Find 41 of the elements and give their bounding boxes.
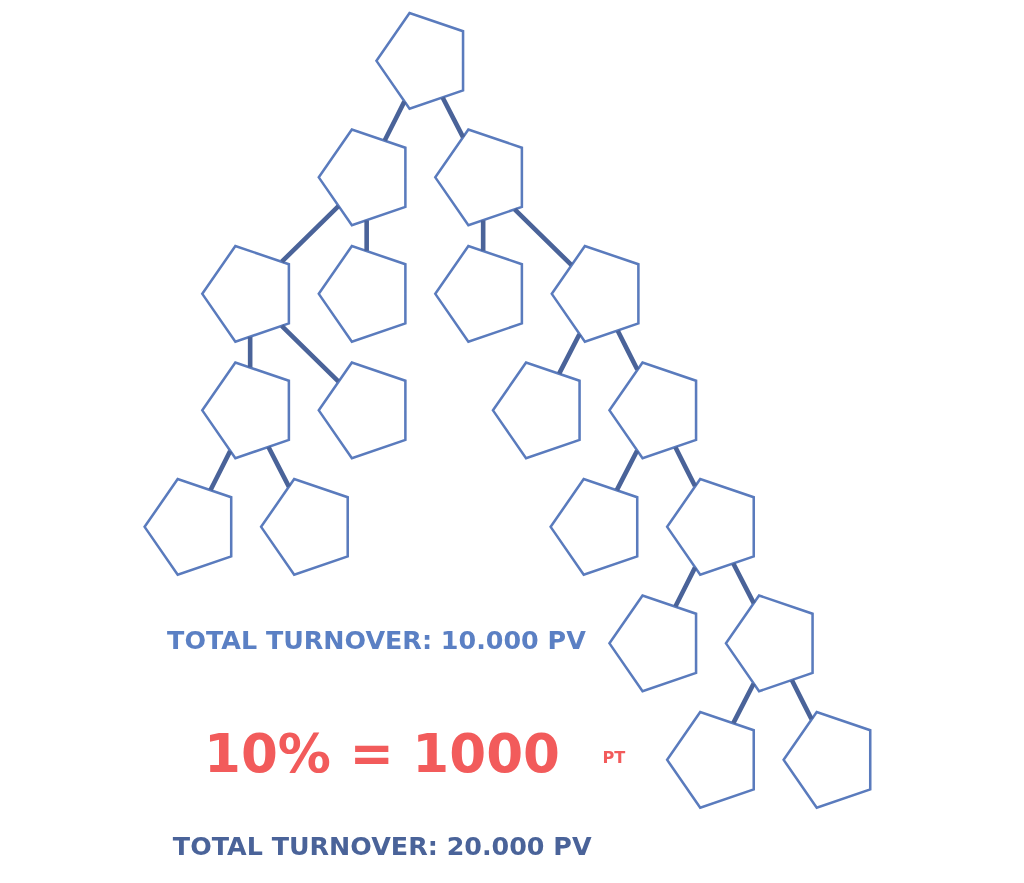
label: TOTAL TURNOVER: 20.000 PV [172, 830, 592, 861]
connector [673, 446, 698, 488]
connector [364, 220, 369, 251]
node-pentagon [143, 477, 233, 577]
node-pentagon [665, 710, 755, 810]
node-pentagon [200, 360, 291, 460]
connector [731, 682, 756, 725]
node-pentagon [317, 360, 407, 460]
node-pentagon [724, 593, 814, 693]
connector [247, 336, 253, 368]
connector [673, 566, 698, 608]
node-pentagon [317, 244, 407, 344]
connector [440, 96, 466, 139]
label: PT [602, 747, 626, 767]
connector [789, 679, 814, 721]
node-pentagon [374, 11, 465, 111]
node-pentagon [665, 477, 755, 577]
node-pentagon [200, 244, 291, 344]
node-pentagon [607, 593, 698, 693]
node-pentagon [491, 360, 581, 460]
node-pentagon [433, 127, 524, 227]
label: 10% = 1000 [204, 722, 561, 785]
node-pentagon [607, 360, 698, 460]
connector [615, 329, 640, 371]
node-pentagon [782, 710, 872, 810]
connector [280, 204, 341, 264]
connector [280, 324, 340, 384]
label: TOTAL TURNOVER: 10.000 PV [167, 624, 586, 655]
connector [480, 220, 486, 251]
connector [614, 449, 640, 492]
connector [266, 445, 291, 488]
connector [208, 450, 233, 492]
connector [731, 562, 756, 605]
connector [513, 207, 573, 267]
node-pentagon [433, 244, 524, 344]
node-pentagon [549, 477, 639, 577]
node-pentagon [550, 244, 640, 344]
node-pentagon [259, 477, 349, 577]
node-pentagon [317, 127, 407, 227]
connector [382, 100, 407, 142]
connector [557, 333, 582, 375]
